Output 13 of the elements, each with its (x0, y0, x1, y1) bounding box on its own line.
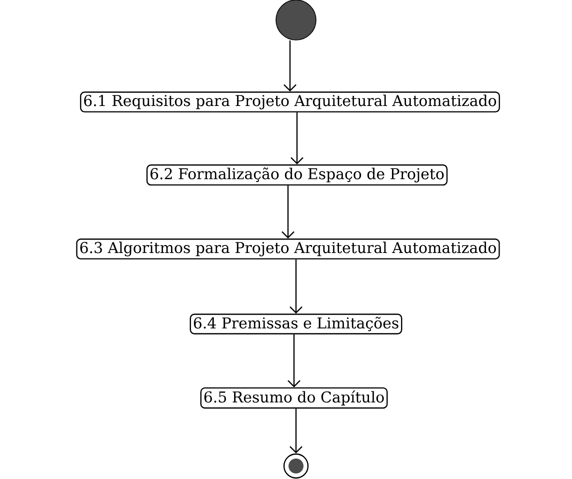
process-box: 6.3 Algoritmos para Projeto Arquitetural Automatizado (76, 238, 500, 260)
arrow (290, 408, 302, 454)
arrow (290, 112, 304, 164)
process-box: 6.5 Resumo do Capítulo (200, 387, 388, 409)
end-node (283, 453, 309, 479)
process-box: 6.2 Formalização do Espaço de Projeto (146, 164, 448, 186)
start-node (276, 0, 316, 40)
arrow (282, 186, 294, 239)
arrow (290, 259, 302, 314)
process-box: 6.4 Premissas e Limitações (190, 314, 402, 334)
arrow (288, 334, 300, 388)
process-box: 6.1 Requisitos para Projeto Arquitetural Automatizado (80, 92, 500, 112)
arrow (284, 40, 296, 92)
